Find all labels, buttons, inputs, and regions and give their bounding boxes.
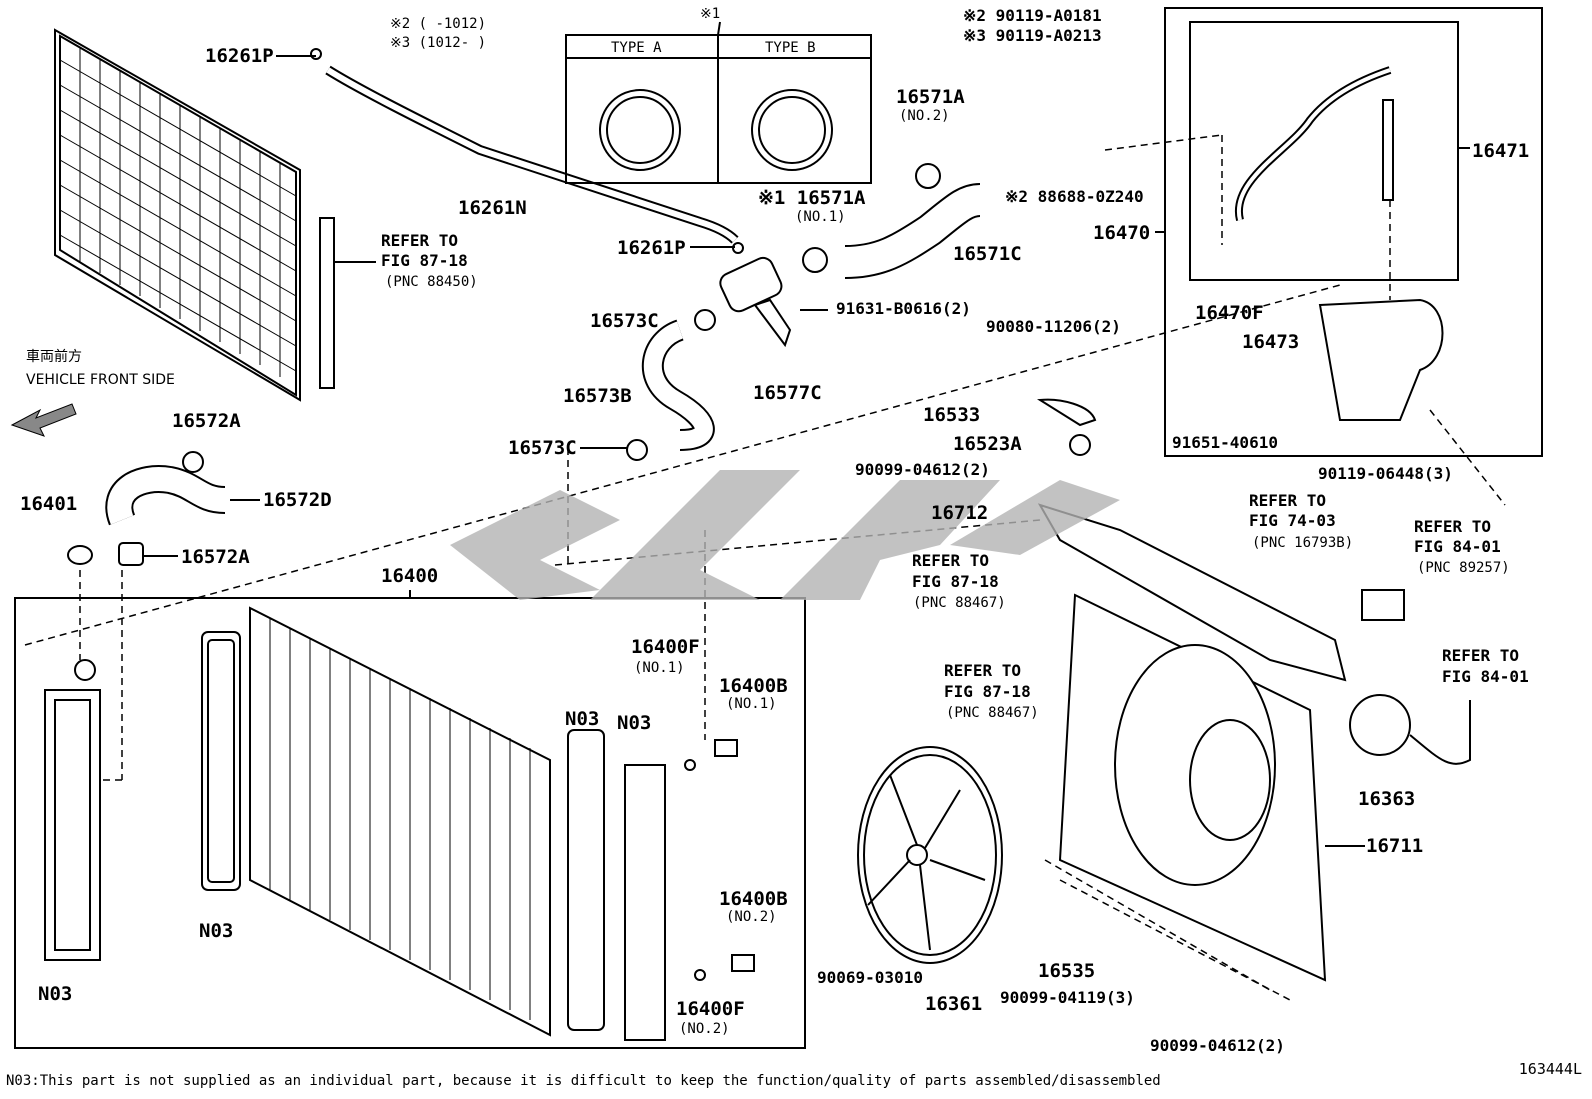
watermark-logo xyxy=(450,470,1120,600)
label-16573C-bottom: 16573C xyxy=(508,437,577,459)
label-16400F-no1: 16400F xyxy=(631,636,700,658)
refer-fig-74-03-pnc: (PNC 16793B) xyxy=(1252,535,1354,551)
label-16361: 16361 xyxy=(925,993,983,1015)
label-bolt-90119-A0213: ※3 90119-A0213 xyxy=(963,26,1102,45)
hose-16261N-drawing xyxy=(276,48,744,254)
label-16571A-no1-sub: (NO.1) xyxy=(795,209,846,225)
refer-fig-87-18-a: REFER TO xyxy=(381,231,459,250)
label-16400B-no1-sub: (NO.1) xyxy=(726,696,777,712)
radiator-assembly-box xyxy=(14,590,806,1049)
label-n03-tank-right: N03 xyxy=(617,712,652,734)
label-90080-11206: 90080-11206(2) xyxy=(986,317,1121,336)
refer-fig-87-18-b-pnc: (PNC 88467) xyxy=(913,595,1006,611)
label-16712: 16712 xyxy=(931,502,989,524)
clamp-type-a: TYPE A xyxy=(611,40,662,56)
label-16523A: 16523A xyxy=(953,433,1022,455)
clamp-type-b: TYPE B xyxy=(765,40,816,56)
label-16572A-top: 16572A xyxy=(172,410,241,432)
clamp-note-title: ※1 xyxy=(700,6,721,22)
condenser-drawing xyxy=(54,28,376,402)
label-n03-tank-left: N03 xyxy=(38,983,73,1005)
label-91651-40610: 91651-40610 xyxy=(1172,433,1278,452)
refer-fig-87-18-c-pnc: (PNC 88467) xyxy=(946,705,1039,721)
label-90119-06448: 90119-06448(3) xyxy=(1318,464,1453,483)
refer-fig-74-03: REFER TO xyxy=(1249,491,1327,510)
label-16363: 16363 xyxy=(1358,788,1416,810)
refer-fig-87-18-c: REFER TO xyxy=(944,661,1022,680)
label-16400F-no1-sub: (NO.1) xyxy=(634,660,685,676)
refer-fig-87-18-a-fig: FIG 87-18 xyxy=(381,251,468,270)
label-16400F-no2-sub: (NO.2) xyxy=(679,1021,730,1037)
vehicle-front-arrow-icon xyxy=(10,403,77,437)
label-16535: 16535 xyxy=(1038,960,1096,982)
label-16400B-no2: 16400B xyxy=(719,888,788,910)
note-x2-serial: ※2 ( -1012) xyxy=(390,16,487,32)
label-bolt-90119-A0181: ※2 90119-A0181 xyxy=(963,6,1102,25)
vehicle-front-label: VEHICLE FRONT SIDE xyxy=(26,372,175,388)
label-16571A-no2-sub: (NO.2) xyxy=(899,108,950,124)
label-16577C: 16577C xyxy=(753,382,822,404)
label-90069-03010: 90069-03010 xyxy=(817,968,923,987)
reservoir-box xyxy=(1155,7,1543,457)
label-16573B: 16573B xyxy=(563,385,632,407)
fan-motor-drawing xyxy=(1349,589,1471,765)
label-n03-gasket-left: N03 xyxy=(199,920,234,942)
refer-fig-84-01-a: REFER TO xyxy=(1414,517,1492,536)
note-x3-serial: ※3 (1012- ) xyxy=(390,35,487,51)
label-16473: 16473 xyxy=(1242,331,1300,353)
label-16533: 16533 xyxy=(923,404,981,426)
label-90099-04119: 90099-04119(3) xyxy=(1000,988,1135,1007)
label-16470F: 16470F xyxy=(1195,302,1264,324)
label-91631-B0616: 91631-B0616(2) xyxy=(836,299,971,318)
label-16572A-bottom: 16572A xyxy=(181,546,250,568)
label-16400F-no2: 16400F xyxy=(676,998,745,1020)
label-16400B-no2-sub: (NO.2) xyxy=(726,909,777,925)
clamp-type-box xyxy=(565,21,872,184)
upper-support-16712-drawing xyxy=(1036,398,1347,682)
label-16571C: 16571C xyxy=(953,243,1022,265)
water-outlet-drawing xyxy=(580,163,982,461)
label-16471: 16471 xyxy=(1472,140,1530,162)
footnote-n03: N03:This part is not supplied as an indi… xyxy=(6,1073,1161,1089)
label-16571A-no1: ※1 16571A xyxy=(758,187,866,209)
label-16573C-top: 16573C xyxy=(590,310,659,332)
label-16261N: 16261N xyxy=(458,197,527,219)
label-16711: 16711 xyxy=(1366,835,1424,857)
label-16401: 16401 xyxy=(20,493,78,515)
refer-fig-84-01-b: REFER TO xyxy=(1442,646,1520,665)
label-16571A-no2: 16571A xyxy=(896,86,965,108)
label-16400B-no1: 16400B xyxy=(719,675,788,697)
label-90099-04612-b: 90099-04612(2) xyxy=(1150,1036,1285,1055)
label-n03-gasket-right: N03 xyxy=(565,708,600,730)
label-16470: 16470 xyxy=(1093,222,1151,244)
refer-fig-84-01-a-pnc: (PNC 89257) xyxy=(1417,560,1510,576)
refer-fig-84-01-a-fig: FIG 84-01 xyxy=(1414,537,1501,556)
figure-number: 163444L xyxy=(1518,1060,1582,1078)
label-88688-0Z240: ※2 88688-0Z240 xyxy=(1005,187,1144,206)
refer-fig-87-18-c-fig: FIG 87-18 xyxy=(944,682,1031,701)
fan-shroud-drawing xyxy=(1058,593,1365,982)
refer-fig-87-18-b-fig: FIG 87-18 xyxy=(912,572,999,591)
label-16400: 16400 xyxy=(381,565,439,587)
refer-fig-84-01-b-fig: FIG 84-01 xyxy=(1442,667,1529,686)
refer-fig-87-18-a-pnc: (PNC 88450) xyxy=(385,274,478,290)
label-16572D: 16572D xyxy=(263,489,332,511)
fan-16361-drawing xyxy=(857,746,1003,964)
refer-fig-74-03-fig: FIG 74-03 xyxy=(1249,511,1336,530)
label-90099-04612-a: 90099-04612(2) xyxy=(855,460,990,479)
label-16261P-top: 16261P xyxy=(205,45,274,67)
label-16261P-mid: 16261P xyxy=(617,237,686,259)
vehicle-front-jp: 車両前方 xyxy=(26,349,82,365)
hose-16572D-drawing xyxy=(67,451,260,566)
refer-fig-87-18-b: REFER TO xyxy=(912,551,990,570)
